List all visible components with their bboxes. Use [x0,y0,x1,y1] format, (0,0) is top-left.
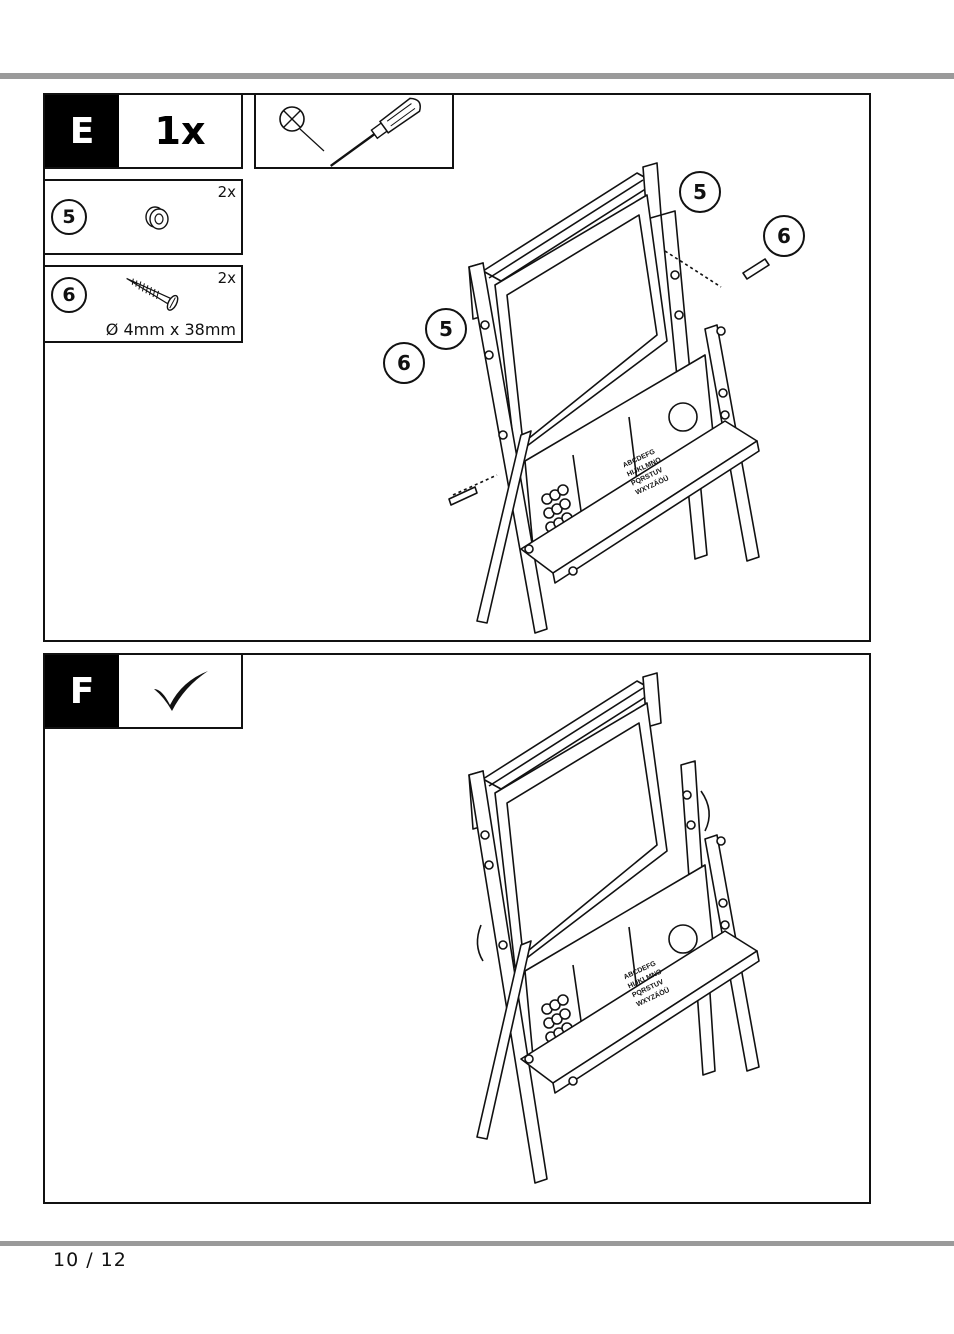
top-divider [0,73,954,79]
wood-screw-icon [126,277,179,311]
part-number-badge: 5 [51,199,87,235]
step-quantity: 1x [154,109,206,153]
step-f-header: F [43,653,243,729]
callout-part-5: 5 [425,308,467,350]
step-letter: E [45,95,119,167]
callout-part-5: 5 [679,171,721,213]
easel-complete-drawing: ABCDEFG HIJKLMNO PQRSTUV WXYZÄÖÜ [468,672,760,1184]
part-5-box: 5 2x [43,179,243,255]
part-6-box: 6 2x Ø 4mm x 38mm [43,265,243,343]
screw-spec: Ø 4mm x 38mm [105,320,236,339]
callout-part-6: 6 [763,215,805,257]
step-e-panel: E 1x 5 2x 6 2x Ø 4mm x 38mm [43,93,871,642]
step-letter: F [45,655,119,727]
easel-assembly-drawing: ABCDEFG HIJKLMNO PQRSTUV WXYZÄÖÜ [448,162,770,634]
part-number-badge: 6 [51,277,87,313]
spacer-sleeve-icon [145,206,169,230]
callout-part-6: 6 [383,342,425,384]
step-e-header: E 1x [43,93,243,169]
bottom-divider [0,1241,954,1246]
step-complete [119,655,241,727]
part-quantity: 2x [217,269,236,287]
phillips-screwdriver-icon [279,97,421,167]
part-quantity: 2x [217,183,236,201]
step-f-panel: F [43,653,871,1204]
page-number: 10 / 12 [53,1249,127,1271]
tool-box [254,93,454,169]
checkmark-icon [154,671,208,711]
